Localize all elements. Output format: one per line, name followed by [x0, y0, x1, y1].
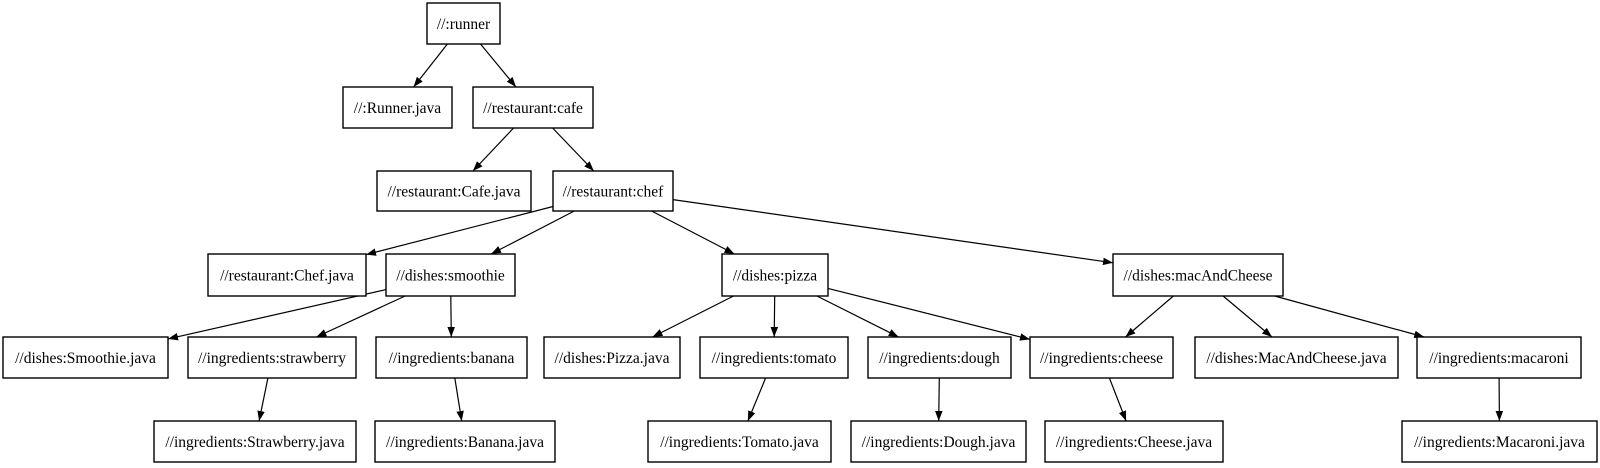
graph-edge-smoothie-banana — [447, 295, 455, 338]
graph-node-label: //ingredients:cheese — [1040, 350, 1163, 367]
graph-node-label: //restaurant:cafe — [483, 100, 583, 117]
graph-node-box — [1194, 336, 1399, 379]
graph-node-cheese: //ingredients:cheese — [1029, 336, 1174, 379]
graph-node-label: //dishes:MacAndCheese.java — [1206, 350, 1386, 367]
graph-edge-pizza-dough — [816, 295, 899, 338]
graph-node-strawberry: //ingredients:strawberry — [187, 336, 357, 379]
graph-node-chef: //restaurant:chef — [552, 170, 674, 212]
graph-edge-tomato-tomato_java — [747, 377, 767, 422]
graph-node-dough_java: //ingredients:Dough.java — [850, 420, 1027, 463]
graph-node-label: //ingredients:strawberry — [198, 350, 346, 367]
graph-node-runner: //:runner — [426, 2, 501, 45]
graph-node-macaroni: //ingredients:macaroni — [1416, 336, 1582, 379]
graph-edge-dough-dough_java — [935, 377, 943, 422]
graph-node-pizza_java: //dishes:Pizza.java — [543, 336, 681, 379]
graph-node-label: //ingredients:dough — [879, 350, 1000, 367]
graph-node-box — [376, 170, 532, 212]
graph-edge-chef-chef_java — [365, 205, 554, 256]
graph-node-box — [699, 336, 849, 379]
graph-edge-strawberry-strawberry_java — [257, 377, 269, 422]
graph-node-label: //ingredients:tomato — [712, 350, 837, 367]
graph-node-label: //dishes:pizza — [733, 268, 817, 285]
graph-node-label: //dishes:Smoothie.java — [15, 350, 156, 367]
graph-edge-chef-smoothie — [490, 210, 575, 255]
graph-node-box — [385, 253, 516, 297]
graph-node-label: //ingredients:Macaroni.java — [1414, 434, 1585, 451]
graph-node-label: //dishes:smoothie — [396, 268, 505, 285]
graph-node-label: //dishes:Pizza.java — [555, 350, 670, 367]
graph-node-tomato: //ingredients:tomato — [699, 336, 849, 379]
graph-edge-macandcheese-macaroni — [1274, 295, 1425, 338]
graph-node-box — [153, 420, 357, 463]
graph-edge-pizza-tomato — [770, 295, 779, 338]
graph-edge-pizza-pizza_java — [652, 295, 734, 338]
graph-edge-chef-pizza — [651, 210, 735, 255]
graph-node-box — [2, 336, 169, 379]
graph-node-label: //ingredients:Tomato.java — [660, 434, 819, 451]
graph-node-cheese_java: //ingredients:Cheese.java — [1044, 420, 1224, 463]
graph-node-box — [472, 86, 594, 129]
graph-node-box — [1416, 336, 1582, 379]
graph-node-label: //ingredients:macaroni — [1429, 350, 1569, 367]
edges-layer — [167, 43, 1504, 422]
graph-node-macaroni_java: //ingredients:Macaroni.java — [1401, 420, 1598, 463]
graph-node-box — [850, 420, 1027, 463]
graph-node-smoothie: //dishes:smoothie — [385, 253, 516, 297]
graph-node-label: //:runner — [437, 16, 491, 33]
graph-node-label: //ingredients:Strawberry.java — [165, 434, 344, 451]
graph-edge-runner-runner_java — [413, 43, 448, 88]
graph-edge-smoothie-smoothie_java — [167, 289, 387, 341]
graph-node-label: //restaurant:Cafe.java — [388, 184, 521, 201]
graph-node-label: //restaurant:chef — [563, 184, 665, 201]
graph-node-smoothie_java: //dishes:Smoothie.java — [2, 336, 169, 379]
graph-node-box — [375, 336, 528, 379]
graph-node-box — [721, 253, 829, 297]
graph-edge-runner-cafe — [480, 43, 517, 88]
graph-node-banana: //ingredients:banana — [375, 336, 528, 379]
graph-node-box — [1401, 420, 1598, 463]
graph-edge-cafe-cafe_java — [472, 127, 515, 172]
graph-node-label: //restaurant:Chef.java — [220, 268, 354, 285]
graph-node-strawberry_java: //ingredients:Strawberry.java — [153, 420, 357, 463]
graph-node-box — [207, 253, 367, 297]
graph-node-cafe: //restaurant:cafe — [472, 86, 594, 129]
graph-node-box — [374, 420, 556, 463]
graph-node-dough: //ingredients:dough — [867, 336, 1012, 379]
graph-node-macandcheese: //dishes:macAndCheese — [1112, 253, 1284, 297]
graph-edge-chef-macandcheese — [672, 199, 1114, 266]
graph-node-box — [342, 86, 453, 129]
graph-node-box — [552, 170, 674, 212]
graph-node-box — [867, 336, 1012, 379]
graph-node-label: //:Runner.java — [354, 100, 442, 117]
graph-node-label: //ingredients:Banana.java — [386, 434, 544, 451]
graph-node-box — [1044, 420, 1224, 463]
graph-node-chef_java: //restaurant:Chef.java — [207, 253, 367, 297]
graph-node-cafe_java: //restaurant:Cafe.java — [376, 170, 532, 212]
graph-node-pizza: //dishes:pizza — [721, 253, 829, 297]
graph-node-macandcheese_java: //dishes:MacAndCheese.java — [1194, 336, 1399, 379]
graph-node-label: //ingredients:banana — [389, 350, 515, 367]
graph-edge-pizza-cheese — [827, 287, 1031, 341]
graph-node-box — [1029, 336, 1174, 379]
graph-edge-cafe-chef — [552, 127, 595, 172]
graph-edge-banana-banana_java — [454, 377, 464, 422]
graph-edge-smoothie-strawberry — [316, 295, 406, 338]
graph-node-box — [1112, 253, 1284, 297]
graph-node-box — [543, 336, 681, 379]
graph-node-runner_java: //:Runner.java — [342, 86, 453, 129]
graph-edge-macandcheese-cheese — [1125, 295, 1174, 338]
graph-node-label: //ingredients:Dough.java — [862, 434, 1016, 451]
graph-edge-cheese-cheese_java — [1108, 377, 1127, 422]
graph-node-banana_java: //ingredients:Banana.java — [374, 420, 556, 463]
graph-node-box — [426, 2, 501, 45]
graph-node-box — [647, 420, 832, 463]
graph-node-label: //dishes:macAndCheese — [1124, 268, 1273, 285]
graph-node-label: //ingredients:Cheese.java — [1056, 434, 1212, 451]
graph-edge-macandcheese-macandcheese_java — [1222, 295, 1273, 338]
graph-node-tomato_java: //ingredients:Tomato.java — [647, 420, 832, 463]
graph-node-box — [187, 336, 357, 379]
